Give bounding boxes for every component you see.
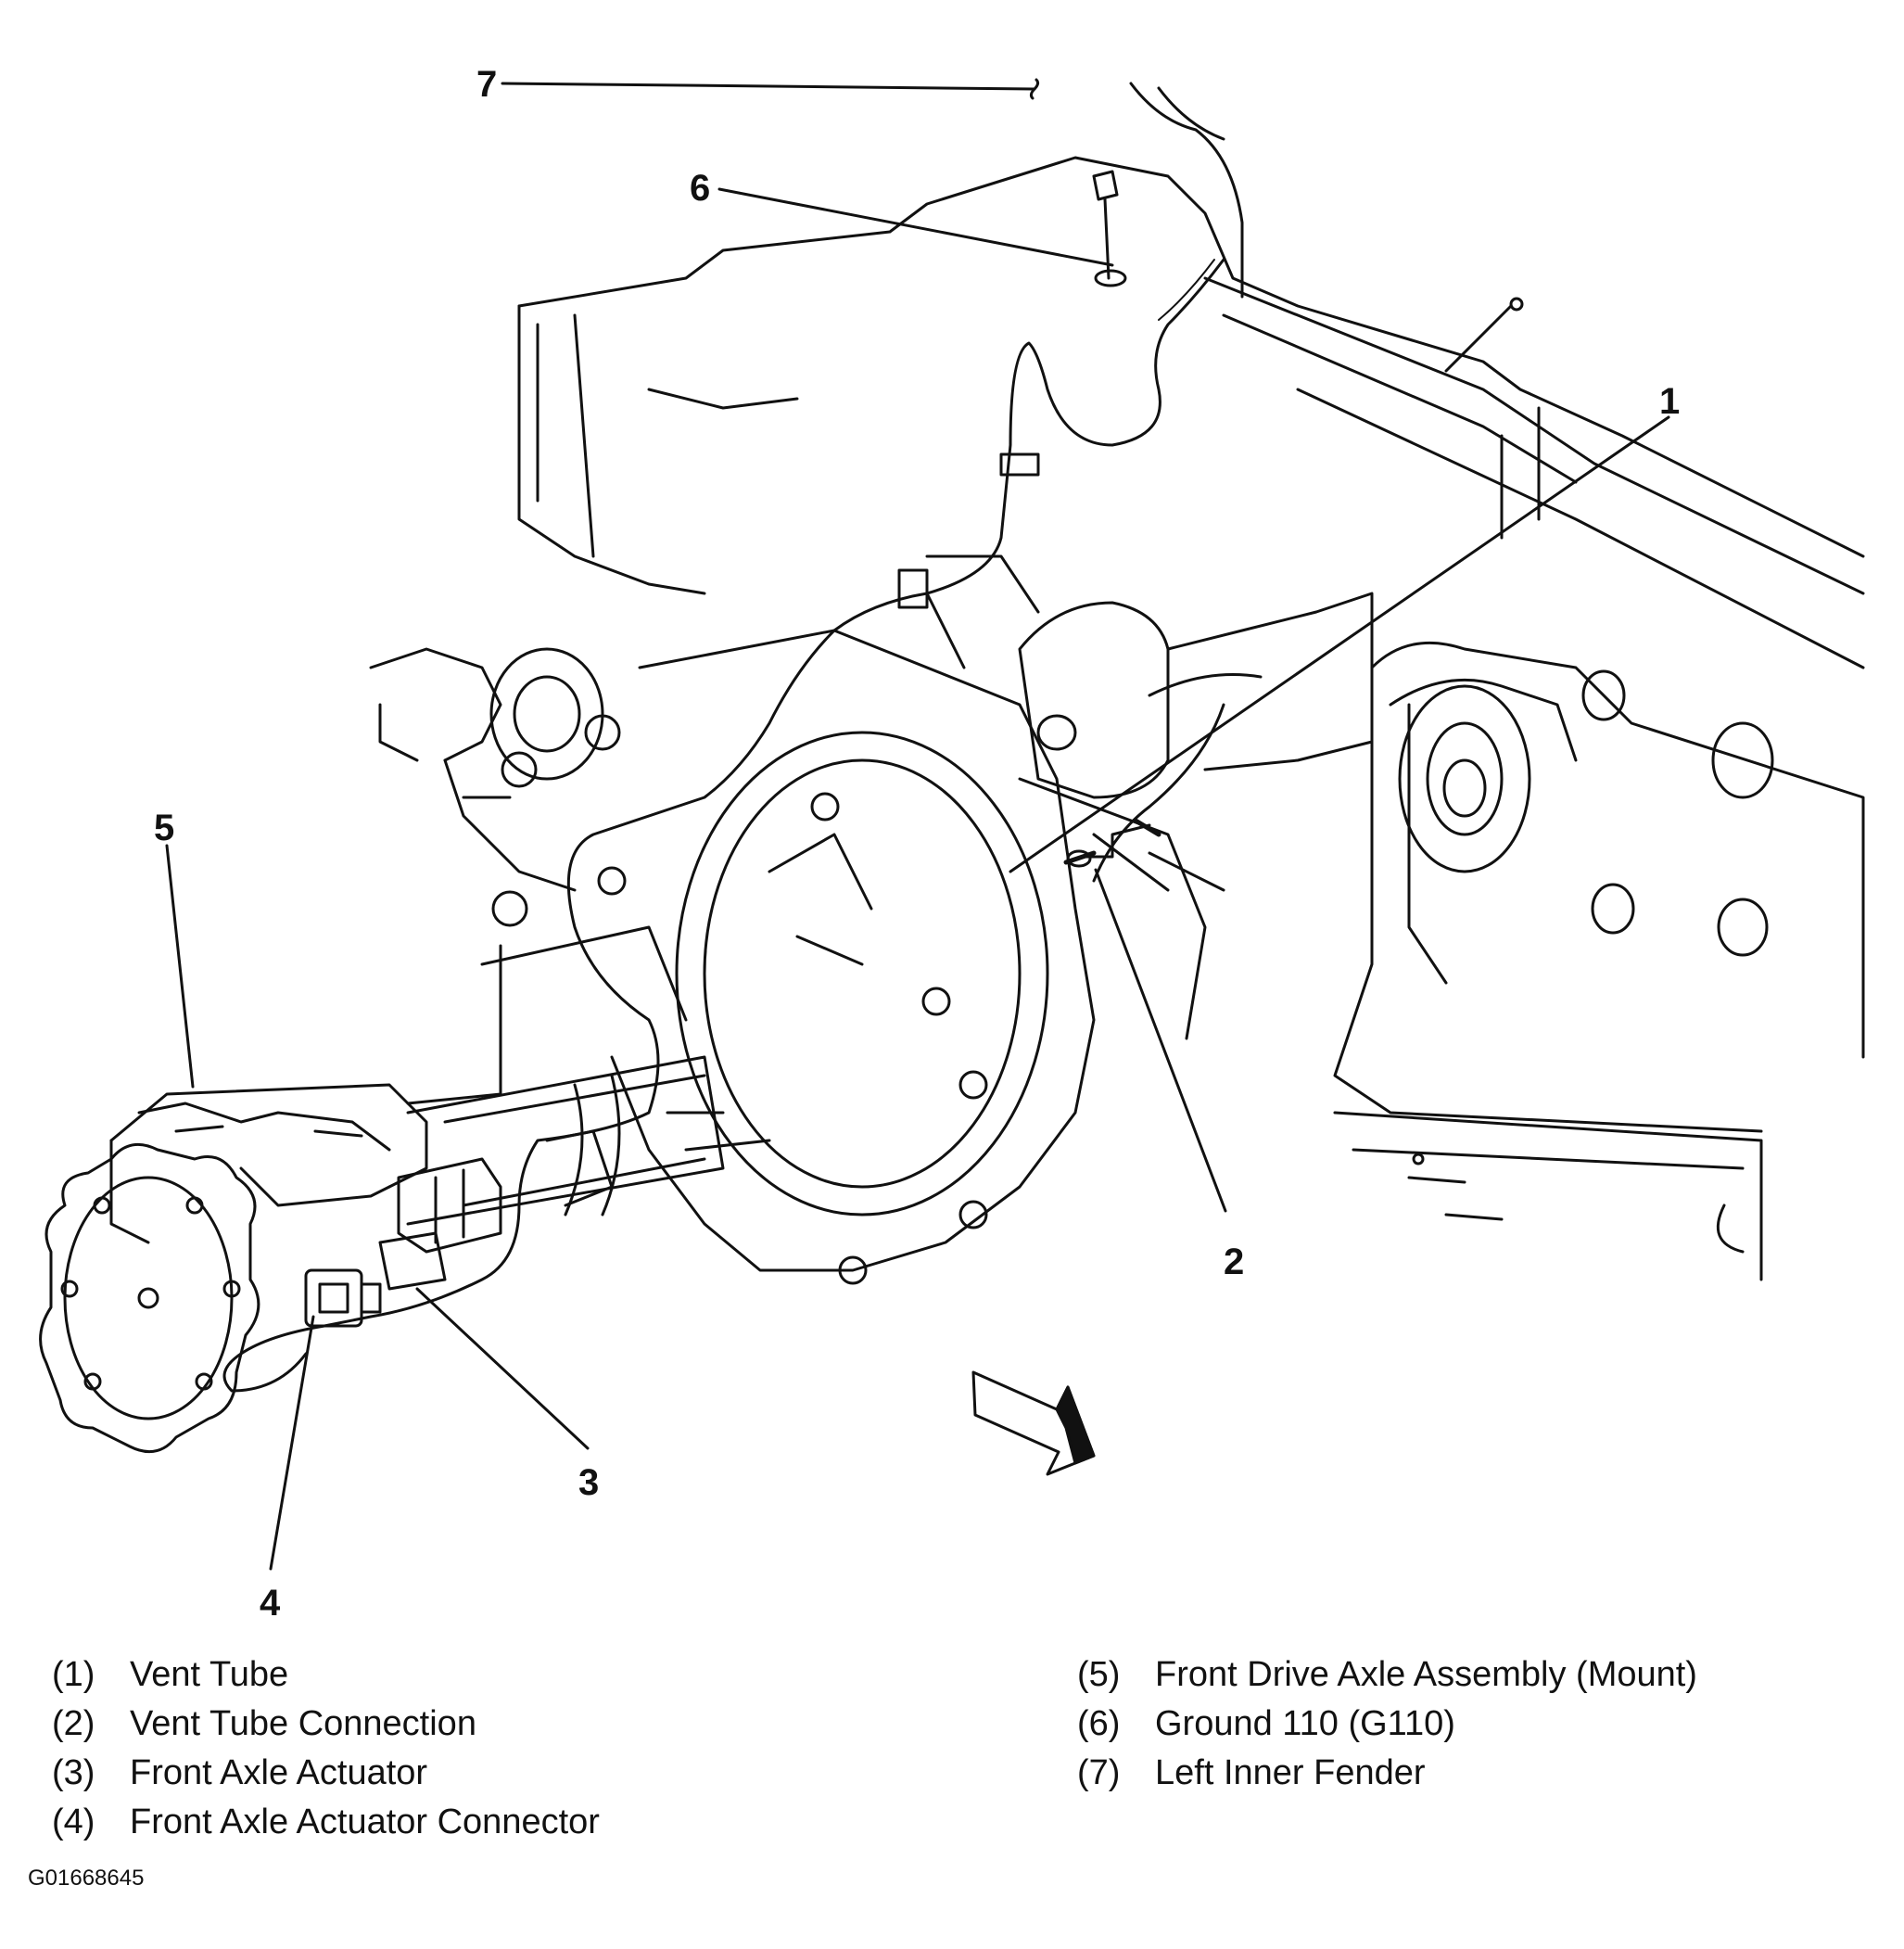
direction-arrow <box>971 1370 1096 1476</box>
legend-label: Front Axle Actuator Connector <box>130 1803 600 1841</box>
callout-1: 1 <box>1659 381 1680 422</box>
legend-label: Ground 110 (G110) <box>1155 1704 1455 1743</box>
legend-item-left-inner-fender: (7) Left Inner Fender <box>1077 1749 1697 1798</box>
leader-2 <box>1094 868 1227 1213</box>
legend-item-ground-110: (6) Ground 110 (G110) <box>1077 1700 1697 1749</box>
axle-output-flange <box>39 1142 260 1454</box>
legend-item-front-drive-axle-assembly: (5) Front Drive Axle Assembly (Mount) <box>1077 1650 1697 1700</box>
callout-4: 4 <box>260 1583 281 1624</box>
legend-label: Vent Tube Connection <box>130 1704 476 1743</box>
legend-label: Front Drive Axle Assembly (Mount) <box>1155 1655 1697 1694</box>
callout-2: 2 <box>1224 1242 1244 1282</box>
leader-5 <box>165 844 195 1089</box>
inner-fender-frame <box>517 82 1865 669</box>
legend-number: (3) <box>52 1753 95 1792</box>
leader-1 <box>1009 415 1670 873</box>
legend-number: (2) <box>52 1704 95 1743</box>
legend-item-front-axle-actuator-connector: (4) Front Axle Actuator Connector <box>52 1798 600 1847</box>
legend-number: (5) <box>1077 1655 1121 1694</box>
legend-item-front-axle-actuator: (3) Front Axle Actuator <box>52 1749 600 1798</box>
differential-housing <box>610 629 1225 1285</box>
front-axle-actuator <box>378 1129 614 1291</box>
ground-g110-bolt <box>1092 170 1127 287</box>
axle-mount-upper <box>925 554 1374 799</box>
axle-tube <box>406 925 771 1226</box>
legend-right-column: (5) Front Drive Axle Assembly (Mount) (6… <box>1077 1650 1697 1798</box>
legend-label: Left Inner Fender <box>1155 1753 1426 1792</box>
legend-item-vent-tube: (1) Vent Tube <box>52 1650 600 1700</box>
legend-item-vent-tube-connection: (2) Vent Tube Connection <box>52 1700 600 1749</box>
wiring-harness <box>222 258 1225 1393</box>
leader-4 <box>269 1315 315 1571</box>
axle-assembly-mount <box>109 1083 428 1244</box>
pinion-yoke <box>369 647 627 927</box>
legend-number: (7) <box>1077 1753 1121 1792</box>
legend-left-column: (1) Vent Tube (2) Vent Tube Connection (… <box>52 1650 600 1847</box>
legend-number: (4) <box>52 1803 95 1841</box>
legend-number: (1) <box>52 1655 95 1694</box>
legend-label: Vent Tube <box>130 1655 289 1694</box>
leader-7 <box>501 82 1036 91</box>
callout-3: 3 <box>578 1462 599 1503</box>
callout-6: 6 <box>690 168 710 209</box>
callout-5: 5 <box>154 808 174 848</box>
actuator-connector <box>304 1268 382 1328</box>
callout-leaders <box>165 78 1670 1571</box>
figure-id: G01668645 <box>28 1866 145 1891</box>
legend-number: (6) <box>1077 1704 1121 1743</box>
callout-7: 7 <box>476 64 497 105</box>
leader-6 <box>717 187 1114 267</box>
legend-label: Front Axle Actuator <box>130 1753 428 1792</box>
frame-crossmember <box>1333 641 1865 1281</box>
leader-3 <box>415 1287 590 1450</box>
vent-tube-connection-fitting <box>1066 823 1151 868</box>
